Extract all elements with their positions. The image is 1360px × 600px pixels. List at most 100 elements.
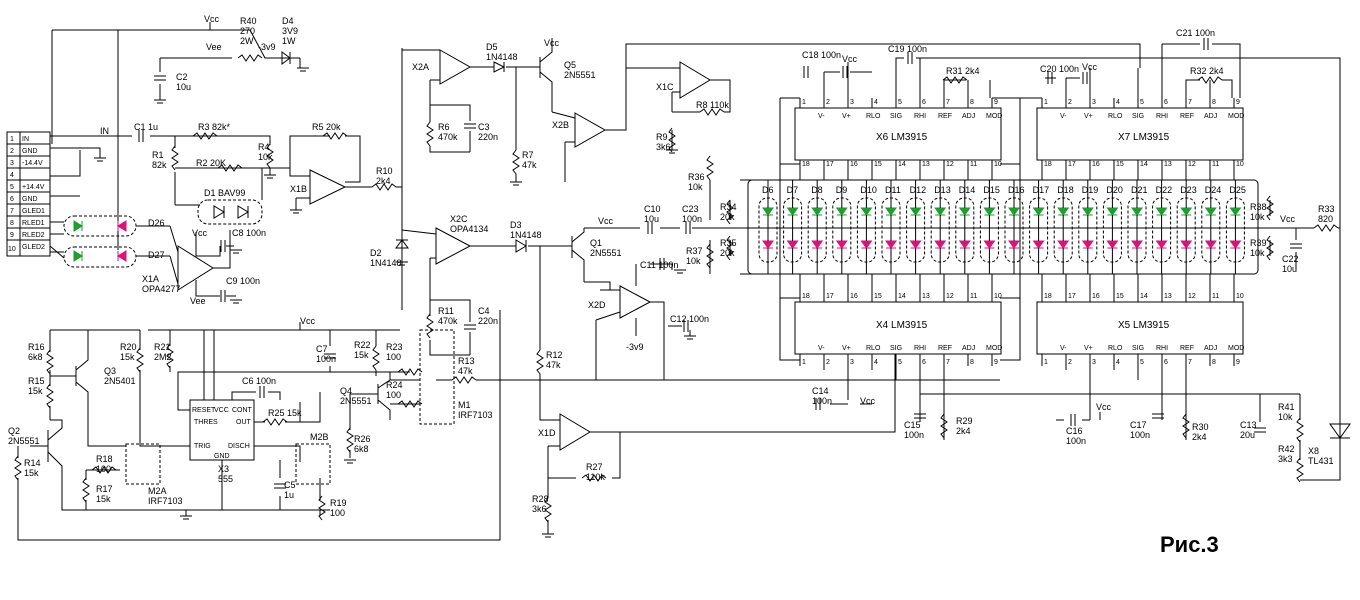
part-label-c1: C1 1u [134, 122, 158, 132]
pin-number: 8 [1212, 359, 1216, 366]
part-label-line: D1 BAV99 [204, 188, 245, 198]
part-label-line: R10 [376, 166, 393, 176]
part-label-r32: R32 2k4 [1190, 66, 1224, 76]
part-label-line: 10k [1250, 212, 1265, 222]
part-label-line: X1A [142, 274, 159, 284]
pin-number: 18 [802, 293, 810, 300]
part-label-line: C20 100n [1040, 64, 1079, 74]
part-label-line: 6k8 [28, 352, 43, 362]
red-led-icon [983, 240, 996, 249]
red-led-icon [762, 240, 774, 249]
part-label-line: R18 [96, 454, 113, 464]
lm3915-pin-label: V- [1060, 345, 1067, 352]
green-led-icon [1229, 207, 1242, 216]
part-label-line: 2W [240, 36, 254, 46]
part-label-line: 2M2 [154, 352, 172, 362]
pin-number: 17 [1068, 161, 1076, 168]
part-label-line: 100n [682, 214, 702, 224]
part-label-line: 820 [1318, 214, 1333, 224]
pin-number: 11 [970, 293, 977, 300]
led-label: D13 [934, 185, 951, 195]
pin-number: 13 [1164, 161, 1172, 168]
part-label-line: 2k4 [956, 426, 971, 436]
ne555-pin: CONT [232, 407, 253, 414]
led-label: D20 [1106, 185, 1123, 195]
part-label-line: M1 [458, 400, 471, 410]
chip-title: X5 LM3915 [1118, 320, 1170, 331]
net-vcc: Vcc [1082, 62, 1098, 72]
net-vcc: Vcc [1096, 402, 1112, 412]
part-label-line: R2 20K [196, 158, 226, 168]
pin-number: 3 [850, 99, 854, 106]
pin-number: 16 [850, 293, 858, 300]
part-label-line: 82k [152, 160, 167, 170]
pin-number: 12 [1188, 293, 1196, 300]
part-label-line: R15 [28, 376, 45, 386]
red-led-icon [786, 240, 799, 249]
part-label-line: R24 [386, 380, 403, 390]
part-label-line: R14 [24, 458, 41, 468]
green-led-icon [835, 207, 848, 216]
green-led-icon [73, 250, 83, 262]
signal-label: GND [22, 148, 38, 155]
part-label-line: R38 [1250, 202, 1267, 212]
green-led-icon [762, 207, 774, 216]
part-label-line: R29 [956, 416, 973, 426]
pin-label: 8 [10, 220, 14, 227]
lm3915-pin-label: RLO [1108, 345, 1123, 352]
part-label-line: R19 [330, 498, 347, 508]
part-label-line: M2A [148, 486, 167, 496]
net-vcc: Vcc [598, 216, 614, 226]
lm3915-pin-label: V- [818, 345, 825, 352]
net-vcc: Vcc [860, 396, 876, 406]
part-label-m2b: M2B [310, 432, 329, 442]
lm3915-pin-label: V+ [1084, 113, 1093, 120]
pin-label: 2 [10, 148, 14, 155]
red-led-icon [958, 240, 971, 249]
green-led-icon [786, 207, 799, 216]
part-label-line: R30 [1192, 422, 1209, 432]
part-label-line: 2N5551 [564, 70, 596, 80]
part-label-line: Q5 [564, 60, 576, 70]
part-label-line: C11 100n [640, 260, 678, 270]
net-vcc: Vcc [204, 14, 220, 24]
part-label-line: OPA4134 [450, 224, 488, 234]
signal-label: GLED2 [22, 244, 45, 251]
lm3915-pin-label: REF [1180, 345, 1194, 352]
part-label-line: C23 [682, 204, 699, 214]
part-label-r25: R25 15k [268, 408, 302, 418]
part-label-line: R35 [720, 238, 737, 248]
pin-number: 4 [874, 99, 878, 106]
red-led-icon [1106, 240, 1119, 249]
lm3915-pin-label: V+ [842, 113, 851, 120]
pin-number: 1 [1044, 359, 1048, 366]
part-label-line: C7 [316, 344, 328, 354]
net-minus-3v9: -3v9 [258, 42, 276, 52]
pin-number: 8 [1212, 99, 1216, 106]
part-label-line: D2 [370, 248, 382, 258]
part-label-line: 20k [720, 248, 735, 258]
pin-number: 6 [1164, 99, 1168, 106]
red-led-icon [1057, 240, 1070, 249]
pin-number: 2 [1068, 359, 1072, 366]
part-label-line: X2B [552, 120, 569, 130]
pin-number: 1 [1044, 99, 1048, 106]
pin-number: 17 [1068, 293, 1076, 300]
pin-number: 15 [1116, 293, 1124, 300]
